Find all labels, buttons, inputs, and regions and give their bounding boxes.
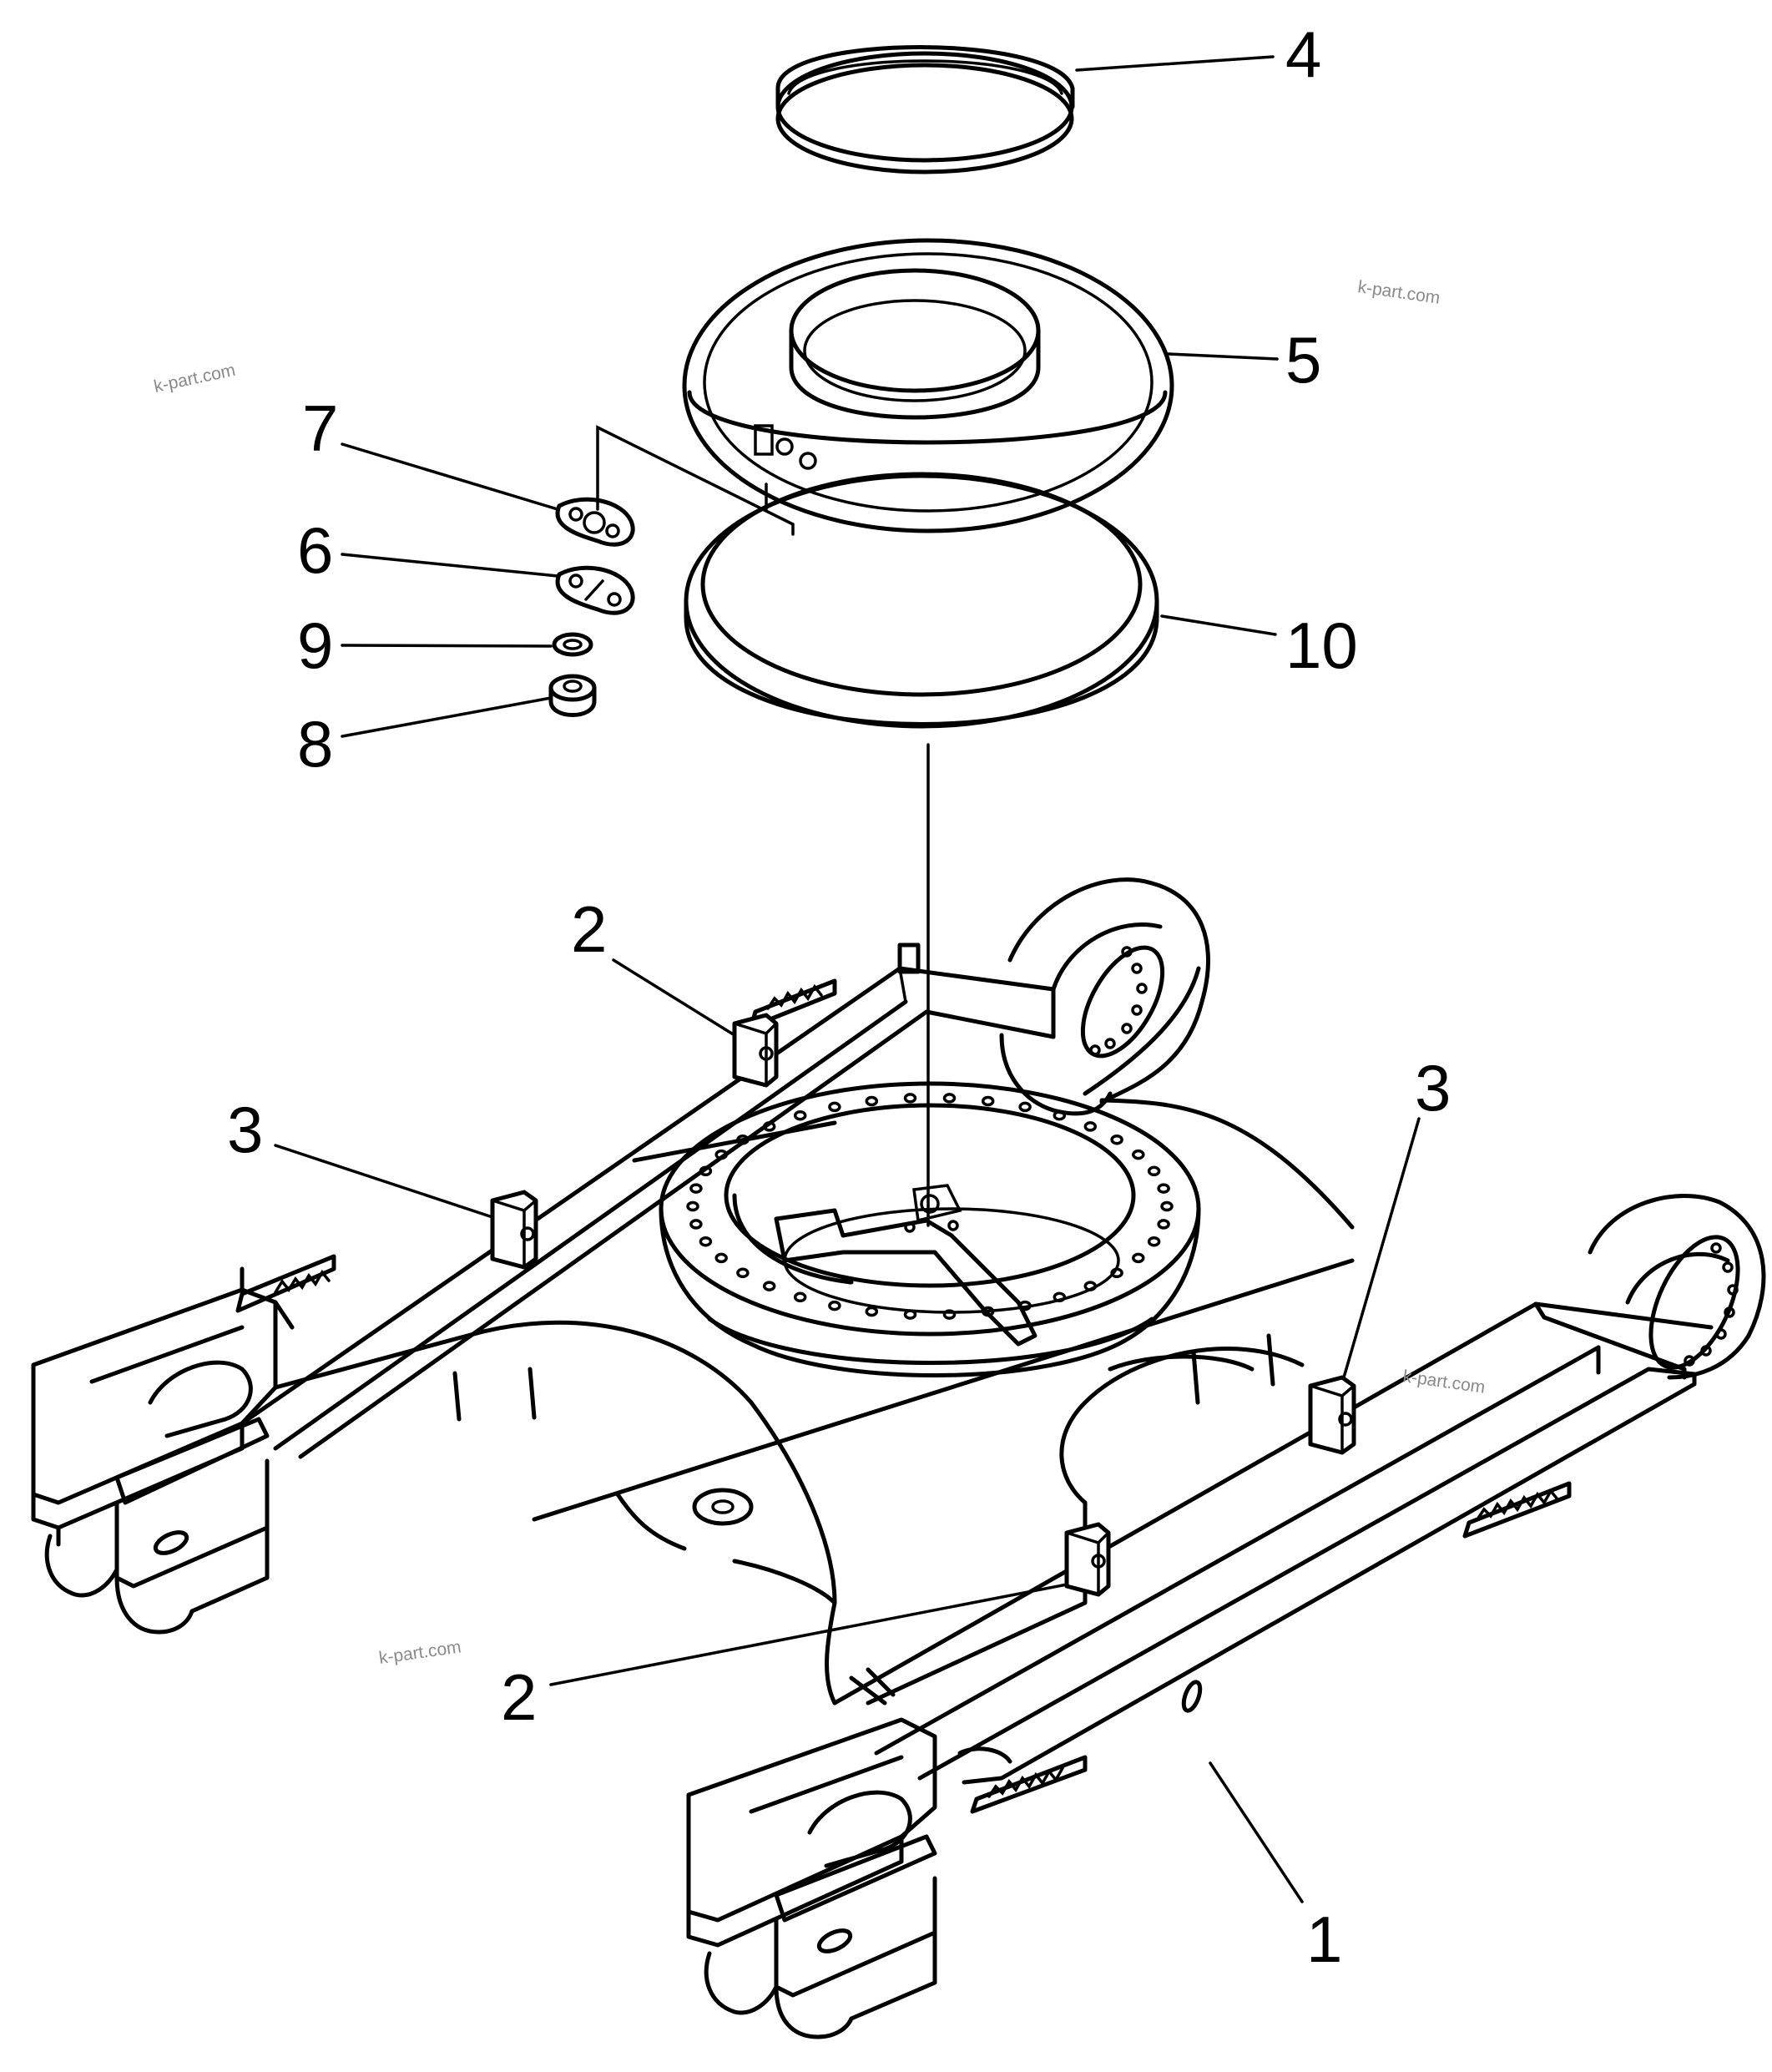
callout-8: 8 — [297, 707, 333, 781]
callout-4: 4 — [1285, 18, 1321, 91]
bolt-hole — [1160, 1200, 1174, 1212]
bolt-hole — [865, 1306, 879, 1317]
part-2-bracket-lower — [1064, 1522, 1111, 1597]
bolt-hole — [736, 1134, 750, 1145]
bolt-hole — [714, 1149, 728, 1160]
leader-8 — [341, 696, 553, 738]
swing-circle-bolt-holes — [686, 1093, 1174, 1320]
callout-6: 6 — [297, 513, 333, 587]
leader-5 — [1167, 352, 1279, 361]
callout-3-left: 3 — [227, 1093, 263, 1166]
callout-9: 9 — [297, 609, 333, 682]
bolt-hole — [762, 1121, 776, 1132]
bolt-hole — [1018, 1101, 1032, 1113]
bolt-hole — [903, 1093, 917, 1104]
bolt-hole — [1053, 1109, 1067, 1121]
bolt-hole — [1132, 1149, 1145, 1160]
bolt-hole — [1147, 1236, 1161, 1247]
bolt-hole — [1132, 1252, 1145, 1264]
callout-7: 7 — [302, 392, 338, 465]
part-3-bracket-right — [1308, 1375, 1356, 1455]
bolt-hole — [699, 1236, 713, 1247]
bolt-hole — [942, 1309, 957, 1320]
watermark-top-right: k-part.com — [1356, 277, 1441, 308]
part-6-plate — [555, 565, 635, 615]
part-1-track-frame — [31, 877, 1766, 2039]
callouts: 4 5 10 7 6 9 8 2 2 3 3 1 — [227, 18, 1451, 1976]
part-2-bracket-upper — [732, 1013, 779, 1088]
bolt-hole — [903, 1309, 917, 1320]
leader-lines — [274, 55, 1421, 1903]
bolt-hole — [828, 1101, 841, 1113]
part-8-nut — [548, 674, 597, 717]
bolt-hole — [793, 1291, 807, 1303]
bolt-hole — [1083, 1121, 1098, 1132]
leader-6 — [341, 553, 559, 578]
bolt-hole — [1053, 1291, 1067, 1303]
bolt-hole — [865, 1095, 879, 1107]
bolt-hole — [1157, 1219, 1170, 1230]
bolt-hole — [1147, 1165, 1161, 1177]
bolt-hole — [689, 1219, 703, 1230]
leader-7 — [341, 442, 559, 511]
bolt-hole — [1157, 1183, 1170, 1194]
bolt-hole — [714, 1252, 728, 1264]
bolt-hole — [689, 1183, 703, 1194]
swing-circle-mount — [659, 1081, 1201, 1377]
callout-5: 5 — [1285, 323, 1321, 397]
assembly-indicator-bracket — [596, 425, 795, 536]
watermark-bottom-left: k-part.com — [377, 1637, 462, 1668]
bolt-hole — [762, 1281, 776, 1291]
bolt-hole — [736, 1267, 750, 1279]
bolt-hole — [981, 1095, 995, 1107]
sprocket-bolt-holes-rear — [1089, 946, 1148, 1056]
bolt-hole — [686, 1200, 699, 1212]
callout-2-upper: 2 — [571, 892, 607, 966]
part-10-seal — [684, 472, 1159, 729]
bolt-hole — [828, 1300, 841, 1311]
leader-9 — [341, 644, 553, 648]
bolt-hole — [1110, 1267, 1123, 1279]
bolt-hole — [699, 1165, 713, 1177]
part-3-bracket-left — [490, 1190, 538, 1270]
part-9-washer — [552, 632, 593, 657]
part-5-bearing-cover — [682, 238, 1174, 533]
callout-2-lower: 2 — [501, 1660, 537, 1734]
leader-3-left — [274, 1144, 494, 1219]
bolt-hole — [793, 1109, 807, 1121]
leader-2-upper — [612, 958, 736, 1037]
part-7-gasket — [555, 497, 635, 547]
bolt-hole — [981, 1306, 995, 1317]
bolt-hole — [1110, 1134, 1123, 1145]
bolt-hole — [1018, 1300, 1032, 1311]
watermark-top-left: k-part.com — [152, 361, 237, 397]
callout-3-right: 3 — [1415, 1051, 1451, 1124]
leader-1 — [1209, 1761, 1304, 1903]
part-4-seal-ring — [775, 45, 1075, 174]
callout-1: 1 — [1306, 1903, 1342, 1976]
leader-4 — [1075, 55, 1275, 72]
sprocket-bolt-holes-front — [1684, 1242, 1739, 1367]
watermark-mid-right: k-part.com — [1401, 1367, 1486, 1397]
bolt-hole — [942, 1093, 957, 1104]
leader-3-right — [1342, 1117, 1421, 1379]
callout-10: 10 — [1285, 609, 1358, 682]
leader-2-lower — [549, 1583, 1068, 1686]
bolt-hole — [1083, 1281, 1098, 1291]
leader-10 — [1160, 614, 1277, 636]
